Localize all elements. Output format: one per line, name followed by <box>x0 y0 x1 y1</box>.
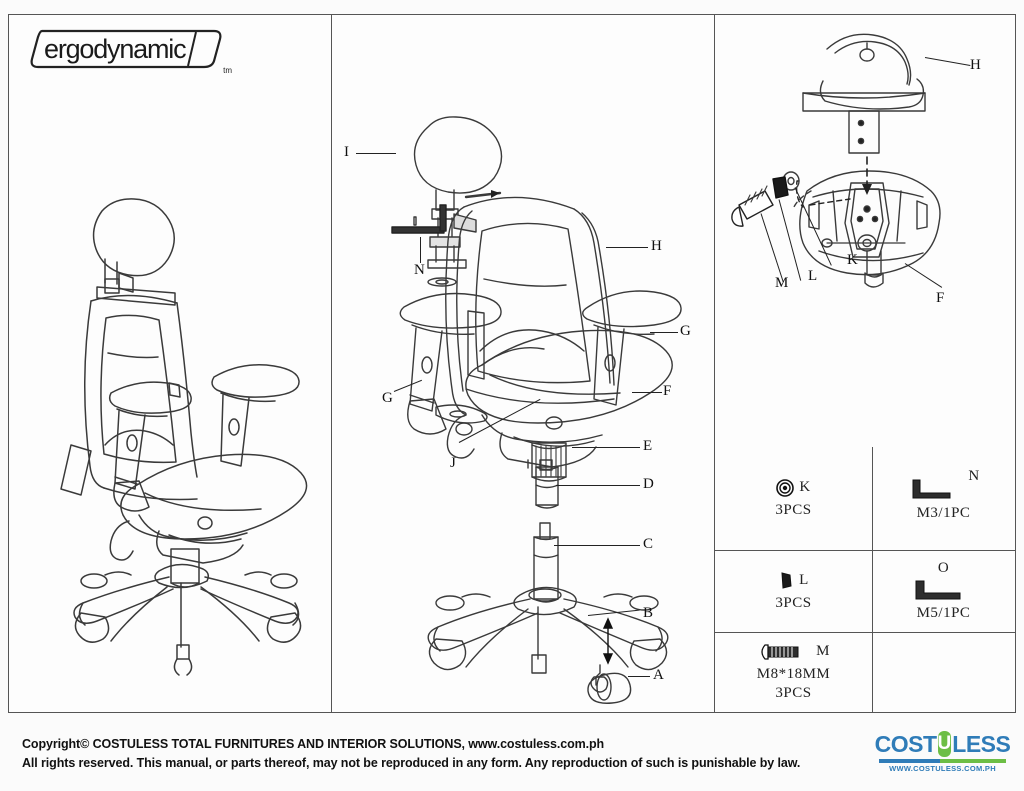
brand-logo-outline <box>30 29 222 69</box>
part-cell-K: K 3PCS <box>715 447 872 550</box>
costuless-logo: COST U LESS WWW.COSTULESS.COM.PH <box>874 729 1011 777</box>
footer-line-2: All rights reserved. This manual, or par… <box>22 756 801 770</box>
table-column-divider <box>872 447 873 712</box>
label-D: D <box>643 476 654 492</box>
table-row-divider-1 <box>715 550 1015 551</box>
part-qty-K: 3PCS <box>775 501 812 518</box>
costuless-badge-u: U <box>937 731 952 757</box>
leader-D <box>556 485 640 486</box>
part-cell-empty <box>872 632 1015 712</box>
allen-key-icon <box>915 580 960 600</box>
assembled-chair-drawing <box>60 198 308 676</box>
costuless-underline <box>879 759 1006 763</box>
label-C: C <box>643 536 654 552</box>
leader-C <box>554 545 640 546</box>
label-N: N <box>414 262 425 278</box>
label-detail-M: M <box>775 275 789 291</box>
footer-line-1: Copyright© COSTULESS TOTAL FURNITURES AN… <box>22 737 605 751</box>
leader-N <box>420 237 421 263</box>
costuless-url: WWW.COSTULESS.COM.PH <box>889 764 996 773</box>
footer-copyright: Copyright© COSTULESS TOTAL FURNITURES AN… <box>22 735 852 773</box>
label-J: J <box>450 455 456 471</box>
allen-key-icon <box>912 479 951 498</box>
label-E: E <box>643 438 653 454</box>
part-letter-L: L <box>799 571 809 588</box>
panel-exploded-view: I N H G G F J E D C B A <box>332 15 714 712</box>
part-qty-M: 3PCS <box>775 684 812 701</box>
part-letter-N: N <box>968 467 980 484</box>
label-F: F <box>663 383 672 399</box>
leader-I <box>356 153 396 154</box>
bolt-icon <box>761 643 799 660</box>
part-qty-L: 3PCS <box>775 595 812 611</box>
leader-A <box>628 676 650 677</box>
part-letter-K: K <box>799 479 811 495</box>
part-spec-M: M8*18MM <box>756 665 831 682</box>
part-letter-M: M <box>816 643 830 659</box>
exploded-chair-drawing <box>391 116 682 704</box>
part-qty-O: M5/1PC <box>916 605 971 621</box>
label-G-left: G <box>382 390 393 406</box>
label-H: H <box>651 238 662 254</box>
panel-bracket-detail: H F K L M <box>715 15 1015 446</box>
brand-logo-tm: tm <box>223 66 232 75</box>
part-letter-O: O <box>937 560 950 576</box>
costuless-text-less: LESS <box>952 730 1011 757</box>
spacer-icon <box>781 572 792 589</box>
leader-H <box>606 247 648 248</box>
costuless-badge-letter: U <box>937 733 952 754</box>
label-G-right: G <box>680 323 691 339</box>
bracket-detail-drawing <box>731 33 941 288</box>
content-frame <box>8 14 1016 713</box>
label-detail-K: K <box>847 252 858 268</box>
leader-E <box>572 447 640 448</box>
part-cell-N: N M3/1PC <box>872 447 1015 550</box>
part-cell-M: M M8*18MM 3PCS <box>715 632 872 712</box>
panel-divider-2 <box>714 14 715 713</box>
parts-list-table: K 3PCS N M3/1PC L 3PCS <box>715 447 1015 712</box>
panel-assembled-chair <box>9 15 331 712</box>
leader-G-right <box>650 332 678 333</box>
part-cell-O: O M5/1PC <box>872 550 1015 632</box>
label-detail-F: F <box>936 290 945 306</box>
brand-logo-text: ergodynamic <box>44 33 187 64</box>
label-I: I <box>344 144 349 160</box>
costuless-text-cost: COST <box>874 730 937 757</box>
label-detail-L: L <box>808 268 818 284</box>
leader-F <box>632 392 662 393</box>
table-row-divider-2 <box>715 632 1015 633</box>
label-detail-H: H <box>970 57 981 73</box>
brand-logo: ergodynamic tm <box>28 28 232 75</box>
part-cell-L: L 3PCS <box>715 550 872 632</box>
part-qty-N: M3/1PC <box>916 504 971 521</box>
washer-icon <box>776 478 795 497</box>
label-B: B <box>643 605 654 621</box>
panel-divider-1 <box>331 14 332 713</box>
label-A: A <box>653 667 664 683</box>
